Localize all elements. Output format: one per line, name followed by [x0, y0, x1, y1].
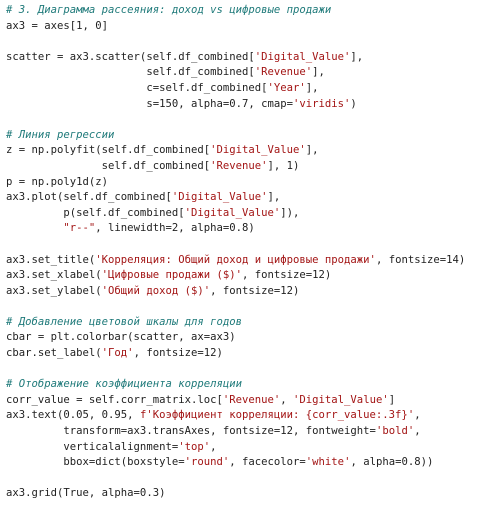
- code-token-plain: , fontsize=12): [133, 347, 223, 360]
- code-token-plain: ax3.set_title(: [6, 253, 96, 266]
- code-line: bbox=dict(boxstyle='round', facecolor='w…: [6, 455, 493, 471]
- code-token-string: 'viridis': [293, 97, 351, 110]
- code-token-plain: s=150, alpha=0.7, cmap=: [6, 97, 294, 110]
- code-token-plain: ]: [388, 393, 396, 406]
- code-token-plain: [6, 222, 63, 234]
- code-token-string: 'Revenue': [222, 393, 281, 406]
- code-line: ax3.set_title('Корреляция: Общий доход и…: [6, 253, 493, 269]
- code-token-string: 'Digital_Value': [184, 206, 281, 219]
- code-line: ax3.set_ylabel('Общий доход ($)', fontsi…: [6, 284, 493, 300]
- code-token-string: 'Цифровые продажи ($)': [101, 269, 242, 282]
- code-token-string: 'Год': [101, 347, 134, 360]
- code-token-plain: ,: [414, 425, 421, 438]
- code-token-string: 'Общий доход ($)': [101, 284, 211, 297]
- code-line: # Отображение коэффициента корреляции: [6, 377, 493, 393]
- code-token-plain: , linewidth=2, alpha=0.8): [95, 222, 255, 235]
- code-line: ​: [6, 112, 493, 128]
- code-token-plain: ax3.plot(self.df_combined[: [6, 191, 172, 204]
- code-token-plain: , fontsize=12): [210, 284, 300, 297]
- code-line: cbar = plt.colorbar(scatter, ax=ax3): [6, 330, 493, 346]
- code-line: verticalalignment='top',: [6, 440, 493, 456]
- code-line: p(self.df_combined['Digital_Value']),: [6, 206, 493, 222]
- code-line: ​: [6, 237, 493, 253]
- code-line: ax3.grid(True, alpha=0.3): [6, 486, 493, 502]
- code-token-plain: verticalalignment=: [6, 440, 179, 453]
- code-line: # Добавление цветовой шкалы для годов: [6, 315, 493, 331]
- code-line: "r--", linewidth=2, alpha=0.8): [6, 221, 493, 237]
- code-token-string: 'Year': [267, 81, 306, 94]
- code-line: ax3.set_xlabel('Цифровые продажи ($)', f…: [6, 268, 493, 284]
- code-token-comment: # Добавление цветовой шкалы для годов: [6, 315, 242, 328]
- code-token-plain: ],: [305, 144, 319, 157]
- code-token-string: 'Digital_Value': [293, 393, 389, 406]
- code-line: corr_value = self.corr_matrix.loc['Reven…: [6, 393, 493, 409]
- code-token-plain: ,: [414, 409, 421, 422]
- code-token-string: 'bold': [375, 425, 415, 438]
- code-token-string: 'Корреляция: Общий доход и цифровые прод…: [95, 253, 376, 266]
- code-line: ​: [6, 362, 493, 378]
- code-token-plain: ],: [350, 50, 364, 63]
- code-line: ​: [6, 471, 493, 487]
- code-line: transform=ax3.transAxes, fontsize=12, fo…: [6, 424, 493, 440]
- code-token-string: 'Revenue': [210, 159, 268, 172]
- code-line: ​: [6, 34, 493, 50]
- code-token-string: 'white': [305, 456, 351, 469]
- code-token-string: 'Digital_Value': [171, 191, 268, 204]
- code-line: ax3 = axes[1, 0]: [6, 19, 493, 35]
- code-token-plain: ],: [267, 191, 281, 204]
- code-token-plain: ,: [280, 393, 294, 406]
- code-token-string: 'Digital_Value': [254, 50, 351, 63]
- code-token-plain: ax3 = axes[1, 0]: [6, 19, 109, 32]
- code-line: # 3. Диаграмма рассеяния: доход vs цифро…: [6, 3, 493, 19]
- code-line: ax3.text(0.05, 0.95, f'Коэффициент корре…: [6, 408, 493, 424]
- code-token-plain: cbar = plt.colorbar(scatter, ax=ax3): [6, 331, 236, 344]
- code-token-plain: ],: [305, 81, 319, 94]
- code-token-plain: ], 1): [267, 159, 300, 172]
- code-token-plain: p = np.poly1d(z): [6, 175, 109, 188]
- code-line: self.df_combined['Revenue'], 1): [6, 159, 493, 175]
- code-token-plain: ax3.set_xlabel(: [6, 269, 102, 282]
- code-token-string: "r--": [63, 222, 96, 235]
- code-token-plain: , fontsize=14): [375, 253, 466, 266]
- code-token-string: f'Коэффициент корреляции: {corr_value:.3…: [139, 409, 415, 422]
- code-token-plain: ]),: [280, 206, 300, 219]
- code-token-string: 'round': [184, 456, 230, 469]
- code-token-string: 'top': [178, 440, 211, 453]
- code-line: s=150, alpha=0.7, cmap='viridis'): [6, 97, 493, 113]
- code-token-string: 'Revenue': [254, 66, 313, 79]
- code-token-plain: ax3.set_ylabel(: [6, 284, 102, 297]
- code-token-plain: corr_value = self.corr_matrix.loc[: [6, 393, 223, 406]
- code-token-comment: # Отображение коэффициента корреляции: [6, 378, 242, 391]
- code-token-plain: self.df_combined[: [6, 66, 255, 79]
- code-token-plain: cbar.set_label(: [6, 347, 102, 360]
- code-token-plain: ,: [210, 440, 217, 453]
- code-line: # Линия регрессии: [6, 128, 493, 144]
- code-line: ax3.plot(self.df_combined['Digital_Value…: [6, 190, 493, 206]
- code-token-plain: , alpha=0.8)): [350, 456, 434, 469]
- code-line: z = np.polyfit(self.df_combined['Digital…: [6, 143, 493, 159]
- code-line: c=self.df_combined['Year'],: [6, 81, 493, 97]
- code-token-plain: bbox=dict(boxstyle=: [6, 456, 185, 469]
- code-token-plain: z = np.polyfit(self.df_combined[: [6, 144, 211, 157]
- code-token-plain: ax3.text(0.05, 0.95,: [6, 409, 140, 422]
- code-token-plain: scatter = ax3.scatter(self.df_combined[: [6, 50, 255, 63]
- code-token-plain: , facecolor=: [229, 456, 306, 469]
- code-line: self.df_combined['Revenue'],: [6, 65, 493, 81]
- code-token-plain: , fontsize=12): [242, 269, 332, 282]
- code-line: p = np.poly1d(z): [6, 175, 493, 191]
- code-line: scatter = ax3.scatter(self.df_combined['…: [6, 50, 493, 66]
- code-token-plain: transform=ax3.transAxes, fontsize=12, fo…: [6, 425, 376, 438]
- code-token-comment: # Линия регрессии: [6, 128, 115, 141]
- code-token-comment: # 3. Диаграмма рассеяния: доход vs цифро…: [6, 4, 332, 16]
- code-token-plain: ): [350, 97, 357, 110]
- code-token-plain: p(self.df_combined[: [6, 206, 185, 219]
- code-token-plain: c=self.df_combined[: [6, 81, 268, 94]
- code-token-string: 'Digital_Value': [210, 144, 306, 157]
- code-line: cbar.set_label('Год', fontsize=12): [6, 346, 493, 362]
- code-token-plain: ],: [312, 66, 325, 79]
- code-token-plain: ax3.grid(True, alpha=0.3): [6, 487, 166, 500]
- code-line: ​: [6, 299, 493, 315]
- code-token-plain: self.df_combined[: [6, 159, 211, 172]
